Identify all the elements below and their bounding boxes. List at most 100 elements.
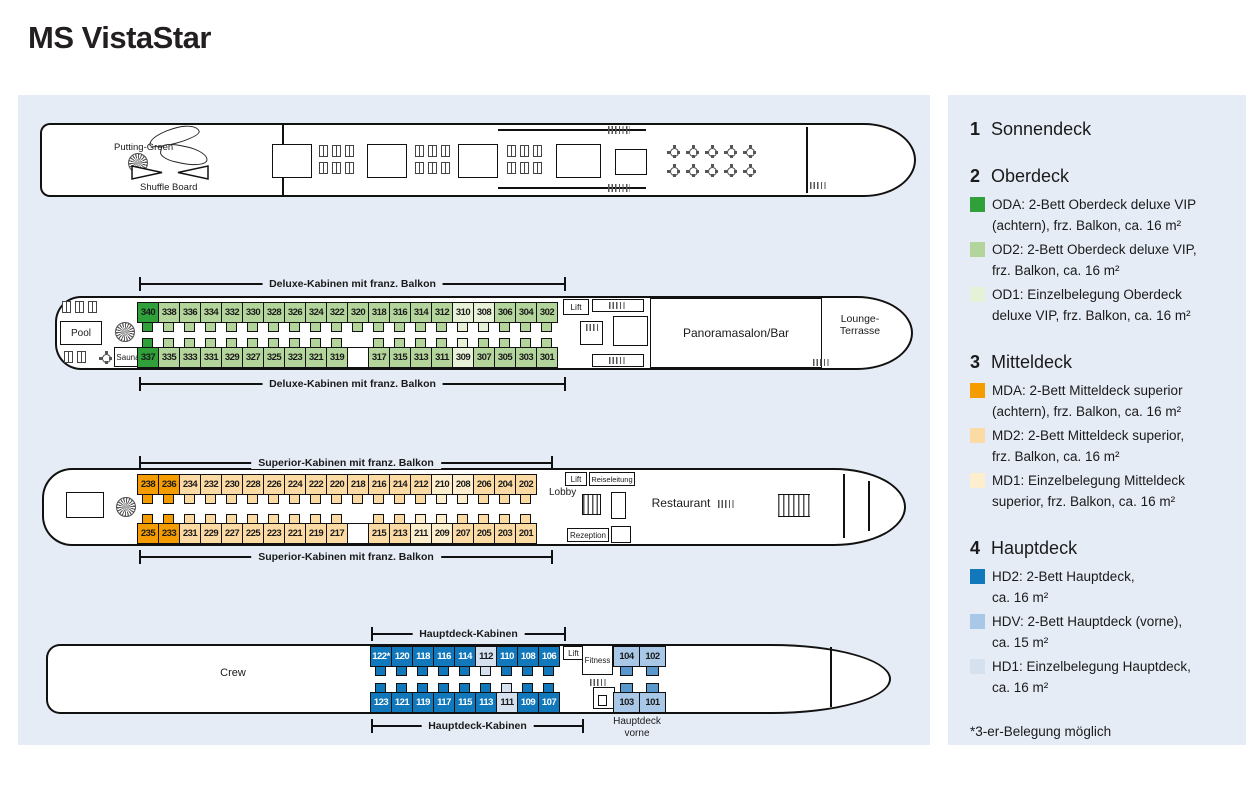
cabin-212: 212 [410,474,432,504]
cabin-325: 325 [263,338,285,368]
stairs-fan-icon [115,322,135,342]
cabin-205: 205 [473,514,495,544]
cabin-number: 310 [455,307,471,318]
railing [498,129,646,131]
cabin-number: 103 [619,697,634,708]
balcony-notch [415,494,426,504]
cabin-202: 202 [515,474,537,504]
cabin-number: 230 [224,479,240,490]
cabin-314: 314 [410,302,432,332]
cabin-317: 317 [368,338,390,368]
cabin-number: 123 [373,697,389,708]
balcony-notch [142,322,153,332]
reiseleitung-room: Reiseleitung [589,472,635,486]
cabin-number: 208 [455,479,471,490]
color-swatch-md2 [970,428,985,443]
cabin-number: 336 [182,307,198,318]
lounge-terrasse-label: Lounge- Terrasse [839,313,881,337]
cabin-301: 301 [536,338,558,368]
cabin-number: 325 [266,352,282,363]
hauptdeck-bracket-bottom: Hauptdeck-Kabinen [371,719,584,733]
lift-label: Lift [570,474,582,484]
color-swatch-oda [970,197,985,212]
stairs-hatch [585,324,598,331]
deck-tables [667,145,755,176]
balcony-notch [375,666,386,676]
cabin-210: 210 [431,474,453,504]
cabin-number: 217 [329,528,345,539]
legend-item-od1: OD1: Einzelbelegung Oberdeck deluxe VIP,… [970,284,1230,326]
deck-plan-panel: Putting-Green Shuffle Board [18,95,930,745]
cabin-311: 311 [431,338,453,368]
color-swatch-hd1 [970,659,985,674]
cabin-number: 225 [245,528,261,539]
cabin-213: 213 [389,514,411,544]
oberdeck-bracket-top: Deluxe-Kabinen mit franz. Balkon [139,277,566,291]
balcony-notch [457,494,468,504]
legend-item-hd1: HD1: Einzelbelegung Hauptdeck, ca. 16 m² [970,656,1230,698]
hauptdeck-bracket-top: Hauptdeck-Kabinen [371,627,566,641]
service-room [613,316,648,346]
service-room [611,526,631,543]
cabin-number: 234 [182,479,198,490]
sun-loungers [319,145,354,174]
legend-item-hdv: HDV: 2-Bett Hauptdeck (vorne), ca. 15 m² [970,611,1230,653]
sun-awning [615,149,647,175]
cabin-316: 316 [389,302,411,332]
legend-item-od2: OD2: 2-Bett Oberdeck deluxe VIP, frz. Ba… [970,239,1230,281]
stairs-fan-icon [116,497,136,517]
balcony-notch [205,322,216,332]
cabin-number: 229 [203,528,219,539]
cabin-107: 107 [538,683,560,713]
cabin-number: 219 [308,528,324,539]
color-swatch-hdv [970,614,985,629]
cabin-number: 326 [287,307,303,318]
balcony-notch [205,494,216,504]
cabin-number: 328 [266,307,282,318]
cabin-221: 221 [284,514,306,544]
balcony-notch [268,322,279,332]
legend-deck-name: Hauptdeck [991,538,1078,558]
shuffle-board-icon [131,165,209,180]
balcony-notch [522,666,533,676]
cabin-number: 320 [350,307,366,318]
cabin-number: 307 [476,352,492,363]
cabin-315: 315 [389,338,411,368]
legend-item-text: MDA: 2-Bett Mitteldeck superior (achtern… [992,383,1183,419]
legend-item-text: HDV: 2-Bett Hauptdeck (vorne), ca. 15 m² [992,614,1183,650]
legend-item-text: HD2: 2-Bett Hauptdeck, ca. 16 m² [992,569,1135,605]
legend-item-text: MD2: 2-Bett Mitteldeck superior, frz. Ba… [992,428,1185,464]
cabin-229: 229 [200,514,222,544]
sun-awning [367,144,407,178]
legend-deck-name: Oberdeck [991,166,1070,186]
cabin-330: 330 [242,302,264,332]
cabin-number: 112 [479,651,493,662]
balcony-notch [352,494,363,504]
cabin-number: 216 [371,479,387,490]
sun-loungers [507,145,542,174]
balcony-notch [289,322,300,332]
balcony-notch [436,494,447,504]
cabin-332: 332 [221,302,243,332]
cabin-number: 220 [329,479,345,490]
cabin-120: 120 [391,646,413,676]
cabin-114: 114 [454,646,476,676]
balcony-notch [394,322,405,332]
balcony-notch [543,666,554,676]
lift-room: Lift [563,646,584,660]
lift-room: Lift [565,472,587,486]
cabin-323: 323 [284,338,306,368]
railing [498,187,646,189]
cabin-340: 340 [137,302,159,332]
cabin-121: 121 [391,683,413,713]
legend-item-md1: MD1: Einzelbelegung Mitteldeck superior,… [970,470,1230,512]
cabin-number: 212 [413,479,429,490]
cabin-number: 111 [500,697,514,708]
